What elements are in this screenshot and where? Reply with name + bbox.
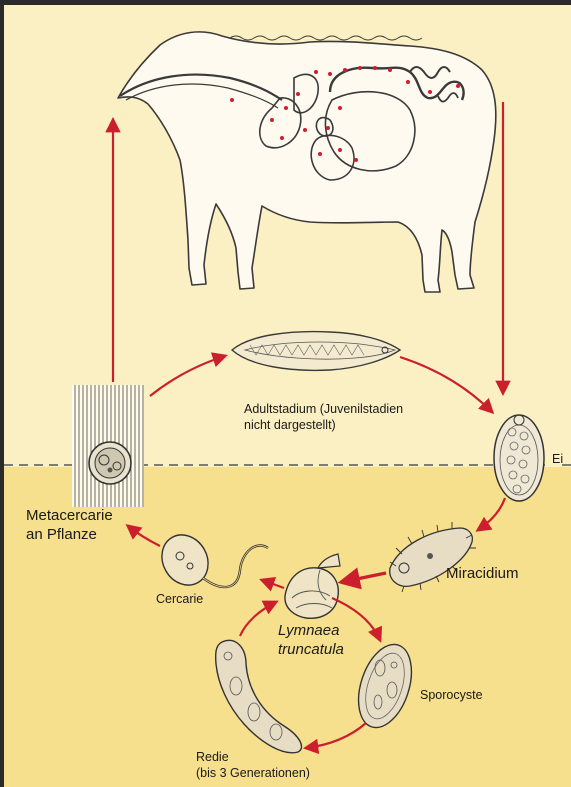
label-lymnaea-line1: Lymnaea (278, 622, 344, 641)
egg-illustration (494, 415, 544, 501)
arrow-miracidium-to-snail (342, 573, 386, 582)
label-miracidium: Miracidium (446, 565, 519, 584)
arrow-snail-to-cercaria (262, 580, 284, 588)
metacercaria-cyst (89, 442, 131, 484)
label-metacercarie-line1: Metacercarie (26, 507, 113, 526)
cercaria-illustration (153, 526, 268, 593)
label-adultstadium-line1: Adultstadium (Juvenilstadien (244, 402, 403, 418)
label-redie-line1: Redie (196, 750, 310, 766)
arrow-redia-to-snail (240, 602, 276, 636)
sheep-illustration (118, 32, 496, 292)
label-metacercarie: Metacercarie an Pflanze (26, 507, 113, 545)
label-metacercarie-line2: an Pflanze (26, 526, 113, 545)
label-sporocyste: Sporocyste (420, 688, 483, 704)
arrow-plant-to-adult (150, 356, 225, 396)
sporocyst-illustration (349, 638, 421, 735)
arrow-cercaria-to-metacercaria (128, 526, 160, 546)
label-adultstadium-line2: nicht dargestellt) (244, 418, 403, 434)
label-cercarie: Cercarie (156, 592, 203, 608)
label-ei: Ei (552, 452, 563, 468)
label-lymnaea-line2: truncatula (278, 641, 344, 660)
label-redie-line2: (bis 3 Generationen) (196, 766, 310, 782)
label-lymnaea-truncatula: Lymnaea truncatula (278, 622, 344, 660)
arrow-sporocyst-to-redia (306, 723, 366, 748)
label-adultstadium: Adultstadium (Juvenilstadien nicht darge… (244, 402, 403, 433)
arrow-adult-to-egg (400, 357, 492, 412)
adult-fluke-illustration (232, 332, 400, 371)
snail-illustration (285, 554, 340, 618)
label-redie: Redie (bis 3 Generationen) (196, 750, 310, 781)
arrow-egg-to-miracidium (478, 498, 505, 530)
